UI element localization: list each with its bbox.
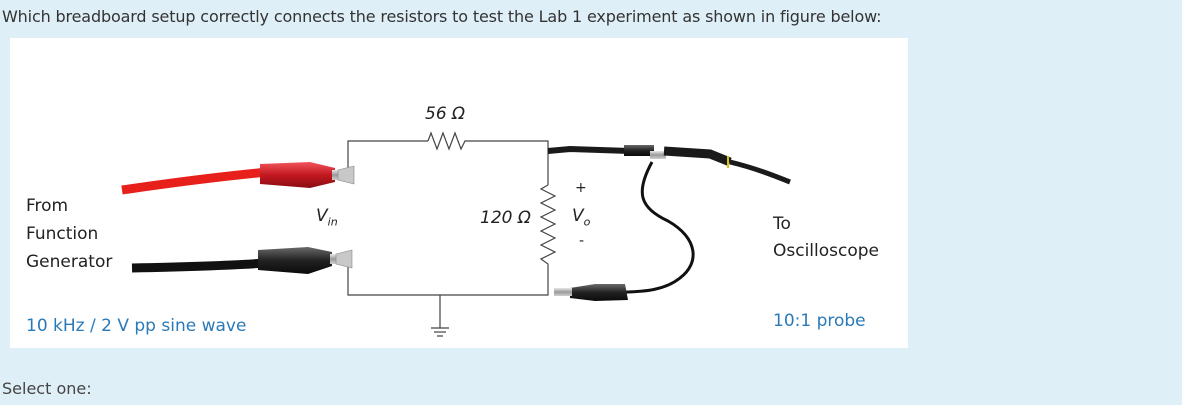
black-alligator-clip-probe (554, 284, 628, 301)
black-lead-wire (131, 258, 267, 273)
circuit-figure: From Function Generator 10 kHz / 2 V pp … (10, 38, 908, 348)
vo-symbol: V (572, 206, 584, 226)
series-resistor-label: 56 Ω (425, 104, 466, 124)
vo-label: Vo (572, 206, 590, 228)
vin-label: Vin (316, 206, 338, 228)
minus-sign: - (579, 233, 585, 249)
source-label-line3: Generator (26, 252, 113, 272)
circuit-wires (347, 140, 549, 328)
probe-spec: 10:1 probe (773, 311, 866, 331)
probe-ground-lead (619, 161, 695, 294)
question-text: Which breadboard setup correctly connect… (2, 7, 882, 26)
signal-spec: 10 kHz / 2 V pp sine wave (26, 316, 247, 336)
scope-label-line2: Oscilloscope (773, 241, 880, 261)
vin-subscript: in (327, 215, 338, 229)
scope-probe (547, 145, 791, 185)
black-alligator-clip-source (258, 247, 353, 274)
plus-sign: + (575, 180, 587, 196)
scope-label-line1: To (773, 214, 791, 234)
select-one-prompt: Select one: (2, 379, 92, 398)
red-lead-wire (121, 167, 269, 195)
ground-symbol (431, 327, 449, 337)
vo-subscript: o (583, 215, 591, 229)
circuit-diagram (121, 131, 791, 337)
source-label-line1: From (26, 196, 69, 216)
shunt-resistor (539, 184, 557, 283)
source-label-line2: Function (26, 224, 99, 244)
shunt-resistor-label: 120 Ω (480, 208, 531, 228)
red-alligator-clip (260, 162, 355, 188)
series-resistor (427, 131, 470, 151)
vin-symbol: V (316, 206, 328, 226)
